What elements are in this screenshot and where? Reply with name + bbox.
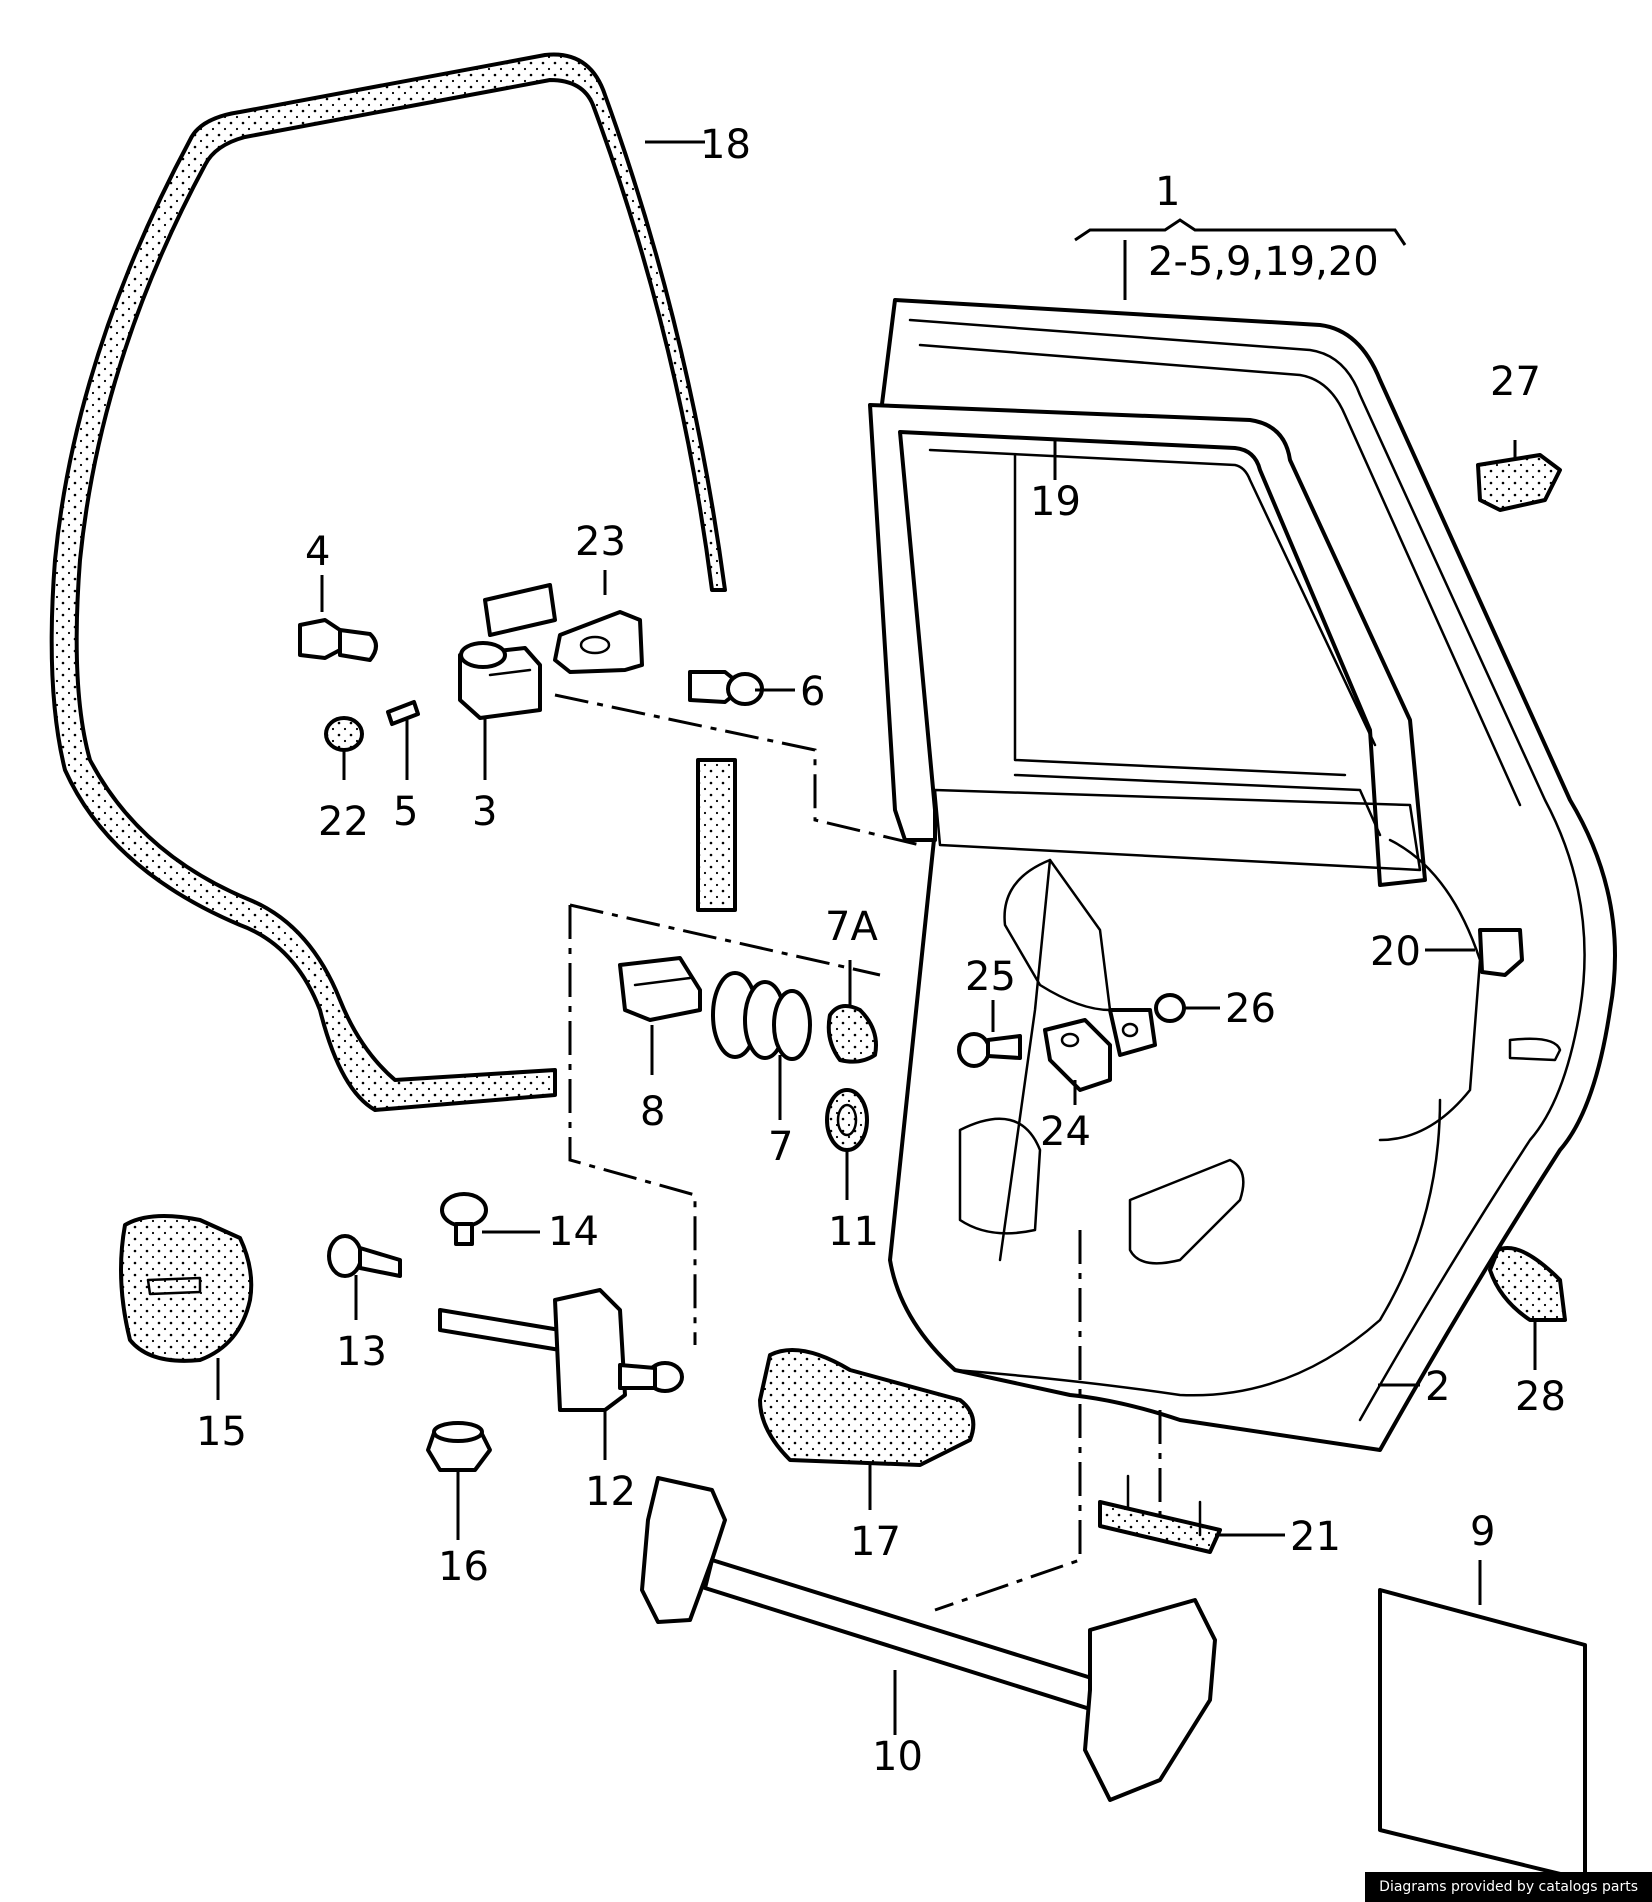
callout-6: 6 (800, 669, 825, 715)
callout-lines (216, 140, 1537, 1735)
callout-24: 24 (1040, 1109, 1091, 1155)
part-4-bolt (298, 618, 378, 662)
part-13-bolt (327, 1234, 402, 1278)
part-12-door-check (438, 1288, 684, 1412)
part-11-seal (825, 1088, 869, 1152)
part-28-pad (1488, 1246, 1567, 1322)
callout-12: 12 (585, 1469, 636, 1515)
part-1-door-shell (868, 298, 1617, 1452)
part-27-pad (1476, 453, 1562, 512)
callout-1: 1 (1155, 169, 1180, 215)
part-16-nut (426, 1421, 492, 1472)
callout-9: 9 (1470, 1509, 1495, 1555)
callout-17: 17 (850, 1519, 901, 1565)
callout-16: 16 (438, 1544, 489, 1590)
callout-23: 23 (575, 519, 626, 565)
callout-7a: 7A (825, 904, 878, 950)
part-7-lock-cylinder (711, 971, 812, 1061)
callout-1-group: 2-5,9,19,20 (1148, 239, 1379, 285)
callout-21: 21 (1290, 1514, 1341, 1560)
part-25-bolt (957, 1032, 1022, 1068)
callout-4: 4 (305, 529, 330, 575)
part-24-striker (1043, 1008, 1157, 1092)
part-7a-gasket (826, 1004, 878, 1064)
part-14-stop (440, 1192, 488, 1246)
callout-10: 10 (872, 1734, 923, 1780)
part-26-nut (1154, 993, 1186, 1023)
callout-7: 7 (768, 1124, 793, 1170)
part-17-pad (758, 1348, 976, 1467)
callout-14: 14 (548, 1209, 599, 1255)
callout-22: 22 (318, 799, 369, 845)
part-15-cover (119, 1214, 254, 1363)
callout-18: 18 (700, 122, 751, 168)
callout-3: 3 (472, 789, 497, 835)
callout-20: 20 (1370, 929, 1421, 975)
part-22-plug (324, 716, 364, 752)
part-8-housing (618, 956, 702, 1022)
credit-banner: Diagrams provided by catalogs parts (1365, 1872, 1652, 1902)
callout-11: 11 (828, 1209, 879, 1255)
part-10-impact-bar (640, 1476, 1217, 1802)
part-21-pad (1098, 1474, 1222, 1554)
callout-2: 2 (1425, 1364, 1450, 1410)
callout-19: 19 (1030, 479, 1081, 525)
callout-25: 25 (965, 954, 1016, 1000)
part-6-bolt (688, 670, 764, 706)
part-23-hinge-plate (483, 583, 644, 674)
callout-8: 8 (640, 1089, 665, 1135)
part-9-foil (1378, 1588, 1587, 1882)
callout-28: 28 (1515, 1374, 1566, 1420)
leader-lines (554, 693, 1162, 1612)
part-3-hinge (458, 641, 542, 720)
part-20-clip (1478, 928, 1524, 977)
part-18-window-seal (49, 52, 737, 1112)
callout-27: 27 (1490, 359, 1541, 405)
callout-15: 15 (196, 1409, 247, 1455)
callout-5: 5 (393, 789, 418, 835)
callout-13: 13 (336, 1329, 387, 1375)
part-5-pin (386, 700, 420, 726)
callout-labels: 1 2-5,9,19,20 18 19 27 4 23 6 22 5 3 7A … (196, 122, 1566, 1780)
callout-26: 26 (1225, 986, 1276, 1032)
